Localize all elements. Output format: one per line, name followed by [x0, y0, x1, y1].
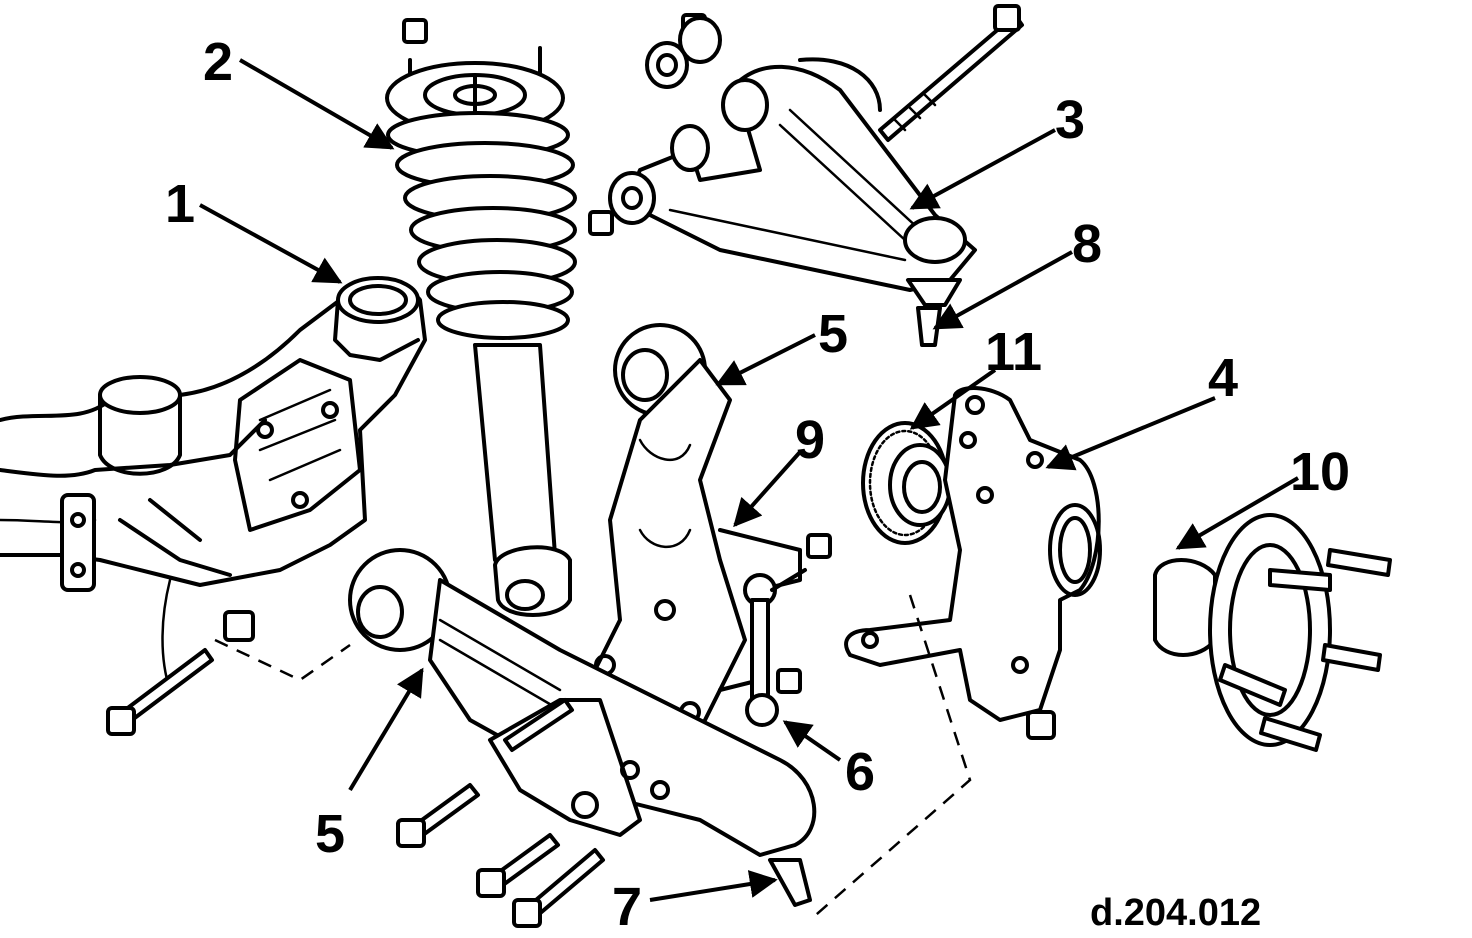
callout-2: 2 [203, 32, 233, 92]
callout-10: 10 [1290, 442, 1350, 502]
sensor-ring-part [861, 421, 952, 545]
callout-7: 7 [612, 877, 642, 937]
callout-11: 11 [985, 322, 1042, 382]
diagram-reference-code: d.204.012 [1090, 892, 1261, 934]
hub-carrier-part [844, 386, 1102, 722]
upper-wishbone-part [588, 4, 1024, 307]
lower-arm-rear-part [593, 323, 747, 732]
callout-4: 4 [1208, 348, 1238, 408]
coil-spring-strut-part [385, 18, 577, 617]
drop-link-part [743, 568, 807, 727]
callout-9: 9 [795, 410, 825, 470]
subframe-part [0, 276, 427, 692]
callout-5-upper: 5 [818, 304, 848, 364]
callout-1: 1 [165, 174, 195, 234]
assembly-line [809, 594, 972, 921]
fastener-set [106, 610, 1056, 928]
callout-3: 3 [1055, 90, 1085, 150]
callout-6: 6 [845, 742, 875, 802]
callout-8: 8 [1072, 214, 1102, 274]
callout-5-lower: 5 [315, 804, 345, 864]
lower-transverse-arm-part [348, 548, 817, 907]
assembly-line [214, 638, 351, 682]
leader-lines [199, 58, 1300, 902]
wheel-hub-part [1153, 513, 1392, 752]
